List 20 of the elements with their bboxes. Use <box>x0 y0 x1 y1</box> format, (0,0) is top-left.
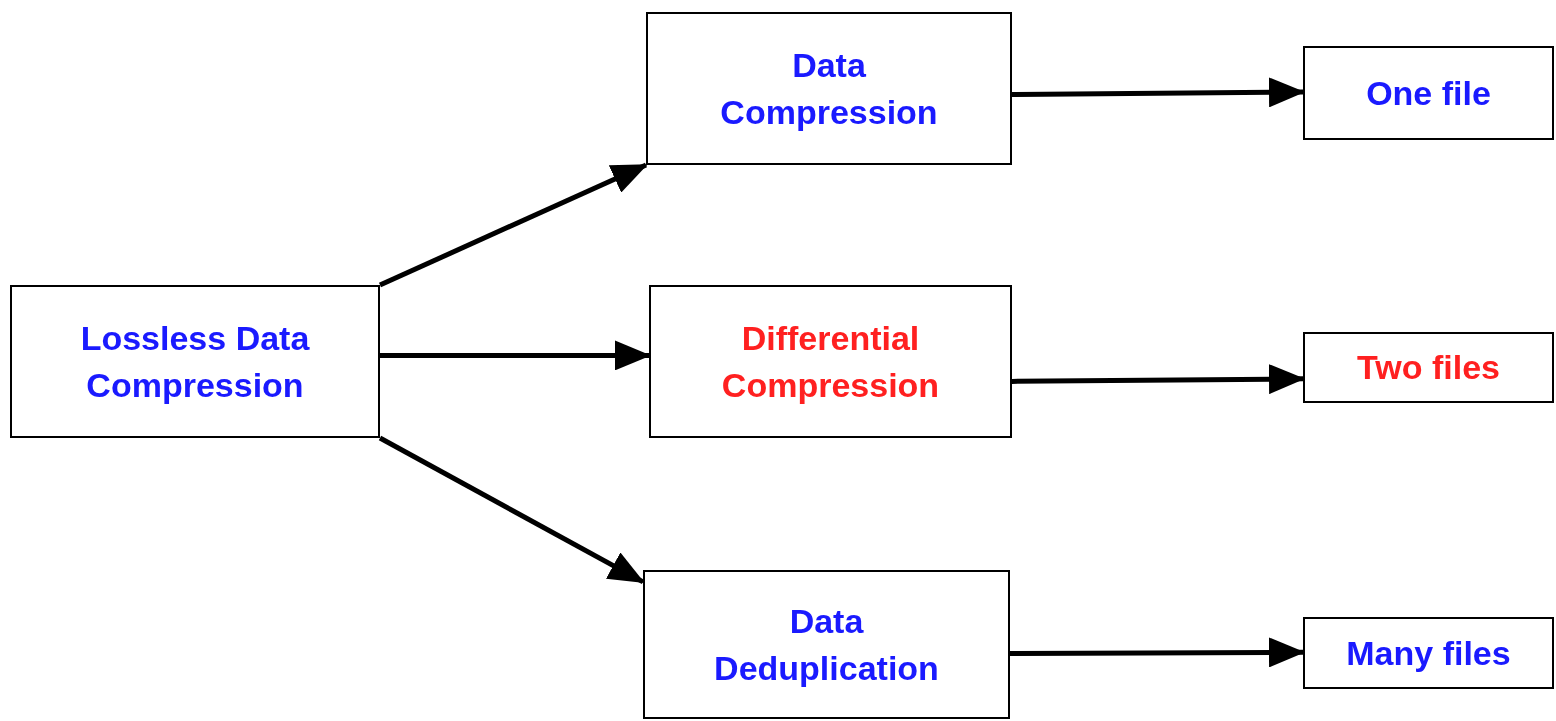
process-box <box>1303 617 1554 689</box>
arrow <box>1011 77 1305 108</box>
box-label: Many files <box>1346 632 1511 674</box>
arrow <box>380 340 651 371</box>
arrow <box>378 435 645 585</box>
box-label: Data Deduplication <box>713 600 940 689</box>
arrow <box>378 162 648 288</box>
process-box <box>1303 332 1554 403</box>
box-label: Data Compression <box>719 44 939 133</box>
process-box <box>649 285 1012 438</box>
process-box <box>646 12 1012 165</box>
box-label: Lossless Data Compression <box>79 317 311 406</box>
process-box <box>1303 46 1554 140</box>
box-label: One file <box>1366 72 1491 114</box>
box-label: Differential Compression <box>720 317 941 406</box>
arrow <box>1011 364 1305 395</box>
box-label: Two files <box>1357 347 1500 389</box>
arrow <box>1010 637 1305 668</box>
process-box <box>643 570 1010 719</box>
process-box <box>10 285 380 438</box>
